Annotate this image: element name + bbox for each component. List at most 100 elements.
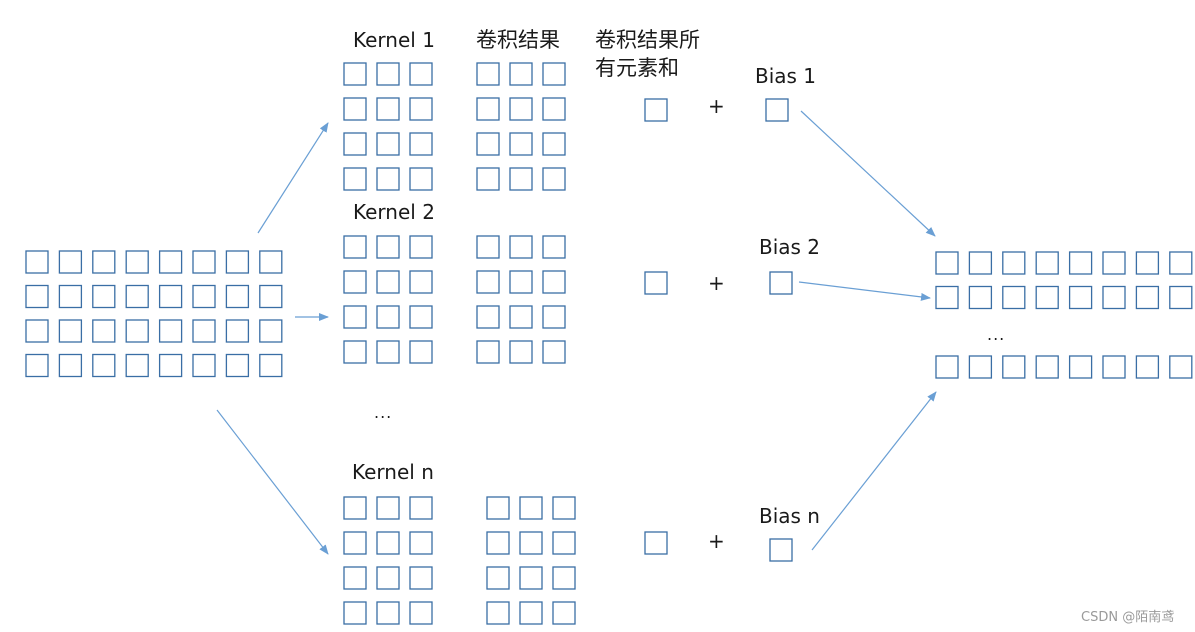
kernel-1-cell (409, 62, 433, 86)
input-grid-cell (58, 250, 83, 274)
conv-result-n-cell (519, 566, 543, 590)
kernel-2-cell (409, 305, 433, 329)
kernel-2-cell (376, 270, 400, 294)
kernel-n-cell (376, 531, 400, 555)
conv-result-n-cell (552, 566, 576, 590)
input-grid-cell (158, 353, 183, 378)
conv-result-2-cell (542, 305, 566, 329)
conv-result-1-cell (542, 167, 566, 191)
output-grid-cell (1102, 251, 1126, 275)
kernel-n-cell (376, 566, 400, 590)
kernel-2-cell (409, 340, 433, 364)
kernel-2-cell (376, 235, 400, 259)
conv-result-n-cell (519, 496, 543, 520)
input-grid-cell (125, 284, 149, 309)
conv-result-2-cell (476, 235, 500, 259)
kernel-2-cell (376, 305, 400, 329)
plus-sign-2: + (708, 271, 725, 295)
kernel-n-cell (343, 496, 367, 520)
input-grid-cell (259, 250, 283, 274)
conv-sum-n-cell (644, 531, 668, 555)
input-grid-cell (92, 250, 116, 274)
input-grid-cell (225, 250, 250, 274)
kernel-1-cell (343, 167, 367, 191)
conv-result-n-cell (552, 601, 576, 625)
kernel-1-cell (376, 62, 400, 86)
conv-result-1-cell (542, 62, 566, 86)
kernel-n-cell (409, 531, 433, 555)
arrow-input-to-kernel-n (216, 409, 329, 555)
kernel-1-cell (409, 97, 433, 121)
conv-result-1-cell (542, 132, 566, 156)
conv-result-2-cell (509, 270, 533, 294)
kernel-1-label: Kernel 1 (353, 28, 435, 52)
conv-result-1-cell (476, 97, 500, 121)
output-grid-cell-last-row (1035, 355, 1059, 379)
conv-result-1-cell (476, 62, 500, 86)
conv-result-n-cell (486, 531, 510, 555)
kernel-2-cell (409, 235, 433, 259)
csdn-watermark: CSDN @陌南鸢 (1081, 610, 1175, 625)
output-grid-cell (1002, 251, 1026, 275)
kernel-1-cell (376, 97, 400, 121)
arrow-bias-n-to-output (811, 391, 937, 551)
input-grid-cell (259, 284, 283, 309)
kernel-n-cell (343, 601, 367, 625)
kernel-1-cell (409, 132, 433, 156)
conv-sum-1-cell (644, 98, 668, 122)
conv-result-n-cell (552, 496, 576, 520)
input-grid-cell (58, 284, 83, 309)
input-grid-cell (158, 319, 183, 343)
output-grid-cell-last-row (1068, 355, 1093, 379)
bias-2-label: Bias 2 (759, 235, 821, 259)
output-grid-cell (1135, 251, 1160, 275)
output-grid-cell-last-row (968, 355, 993, 379)
input-grid-cell (225, 284, 250, 309)
input-grid-cell (58, 319, 83, 343)
input-grid-cell (58, 353, 83, 378)
kernel-2-cell (343, 270, 367, 294)
input-grid-cell (25, 284, 49, 309)
kernel-n-label: Kernel n (352, 460, 434, 484)
output-grid-cell (1135, 285, 1160, 310)
conv-result-2-cell (542, 235, 566, 259)
input-grid-cell (125, 319, 149, 343)
conv-result-1-cell (476, 132, 500, 156)
arrow-input-to-kernel-1 (257, 122, 329, 234)
conv-result-n-cell (519, 601, 543, 625)
input-grid-cell (259, 353, 283, 378)
conv-sum-label-line-2: 有元素和 (595, 56, 679, 80)
output-grid-cell (1068, 251, 1093, 275)
conv-sum-2-cell (644, 271, 668, 295)
output-grid-cell-last-row (935, 355, 959, 379)
input-grid-cell (225, 353, 250, 378)
arrow-bias-2-to-output (798, 281, 931, 301)
conv-result-2-cell (542, 340, 566, 364)
kernel-2-cell (343, 235, 367, 259)
conv-result-2-cell (509, 340, 533, 364)
conv-result-label: 卷积结果 (476, 28, 560, 52)
kernel-2-label: Kernel 2 (353, 200, 435, 224)
output-grid-cell (1102, 285, 1126, 310)
bias-n-cell (769, 538, 793, 562)
output-grid-cell (1068, 285, 1093, 310)
conv-result-n-cell (486, 496, 510, 520)
input-grid-cell (25, 319, 49, 343)
input-grid-cell (25, 353, 49, 378)
ellipsis-output: ... (987, 325, 1006, 344)
conv-result-1-cell (509, 167, 533, 191)
input-grid-cell (259, 319, 283, 343)
kernel-n-cell (376, 601, 400, 625)
plus-sign-1: + (708, 94, 725, 118)
output-grid-cell (935, 285, 959, 310)
conv-result-1-cell (542, 97, 566, 121)
input-grid-cell (25, 250, 49, 274)
input-grid-cell (192, 319, 216, 343)
kernel-1-cell (343, 132, 367, 156)
kernel-2-cell (376, 340, 400, 364)
input-grid-cell (158, 284, 183, 309)
input-grid-cell (225, 319, 250, 343)
kernel-2-cell (409, 270, 433, 294)
kernel-n-cell (409, 496, 433, 520)
